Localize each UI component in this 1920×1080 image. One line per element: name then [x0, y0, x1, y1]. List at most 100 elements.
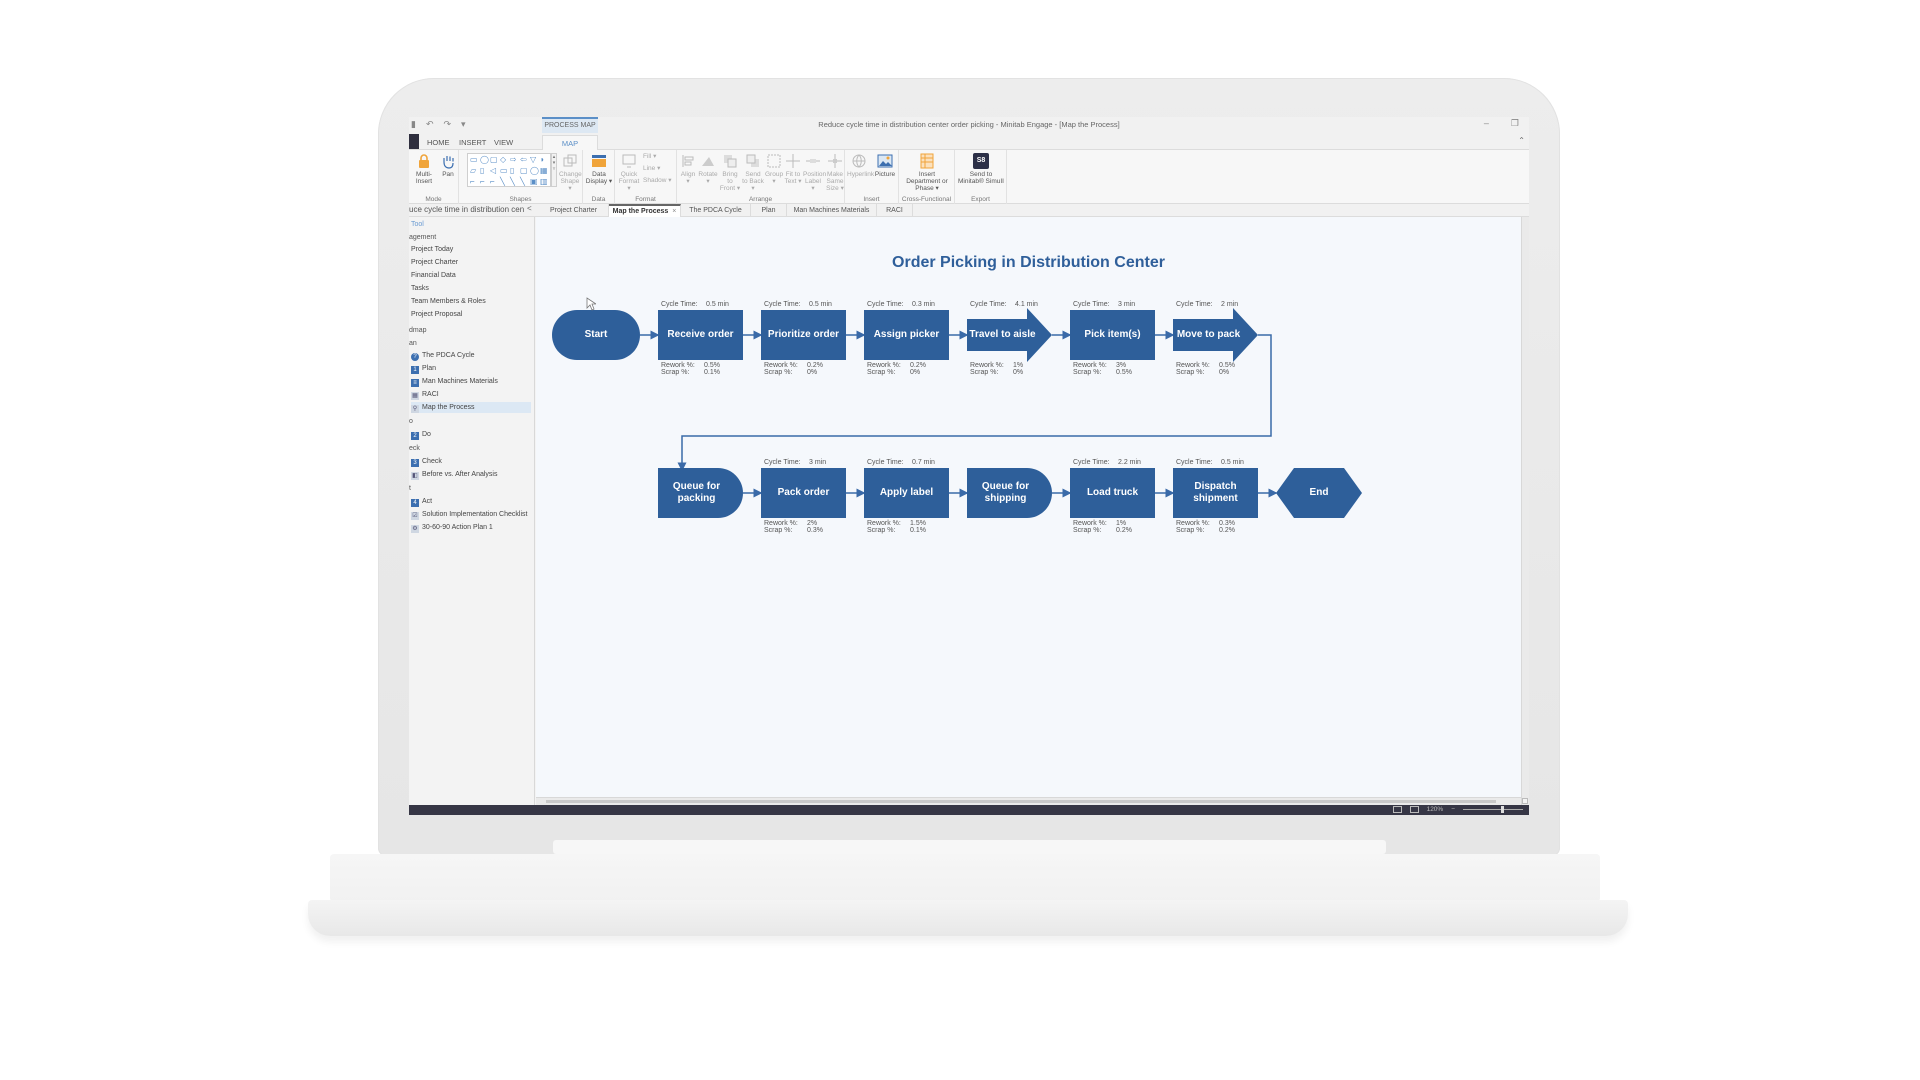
- sidebar-item-action-plan[interactable]: ⚙30-60-90 Action Plan 1: [411, 524, 493, 533]
- multi-insert-button[interactable]: Multi-Insert: [411, 153, 437, 185]
- tab-view[interactable]: VIEW: [494, 138, 514, 147]
- sidebar-item-project-charter[interactable]: Project Charter: [411, 259, 459, 266]
- send-to-simul8-button[interactable]: S8 Send to Minitab® SimuII: [957, 153, 1005, 185]
- collapse-nav-button[interactable]: <: [527, 204, 532, 213]
- minimize-icon[interactable]: –: [1483, 118, 1489, 128]
- ribbon-group-arrange: Align ▾ Rotate ▾ Bring to Front ▾ Send t…: [677, 150, 845, 204]
- map-node-receive-order[interactable]: Receive order: [658, 310, 743, 360]
- metrics-prioritize-order: Rework %:0.2%Scrap %:0%: [764, 362, 823, 376]
- doc-tab-plan[interactable]: Plan: [751, 204, 787, 217]
- hyperlink-button[interactable]: Hyperlink: [847, 153, 874, 178]
- sidebar-item-raci[interactable]: ▦RACI: [411, 391, 439, 400]
- gallery-more-button[interactable]: ▴▾▿: [551, 153, 557, 187]
- lock-icon: [419, 154, 429, 168]
- doc-tab-pdca-cycle[interactable]: The PDCA Cycle: [681, 204, 751, 217]
- redo-icon[interactable]: ↷: [443, 119, 452, 129]
- scroll-corner: [1522, 798, 1528, 804]
- tab-home[interactable]: HOME: [427, 138, 450, 147]
- sidebar-item-project-proposal[interactable]: Project Proposal: [411, 311, 463, 318]
- sidebar-item-map-the-process[interactable]: ⚲Map the Process: [411, 402, 531, 413]
- close-tab-icon[interactable]: ×: [672, 208, 677, 215]
- customize-icon[interactable]: ▾: [461, 119, 466, 129]
- pan-button[interactable]: Pan: [439, 153, 457, 178]
- tab-map[interactable]: MAP: [542, 135, 598, 150]
- map-node-queue-for-packing[interactable]: Queue for packing: [658, 468, 743, 518]
- sidebar-item-solution-checklist[interactable]: ☑Solution Implementation Checklist: [411, 511, 528, 520]
- zoom-slider[interactable]: [1463, 806, 1523, 813]
- save-icon[interactable]: ▮: [411, 119, 416, 129]
- phase-1-icon: 1: [411, 366, 419, 374]
- tab-insert[interactable]: INSERT: [459, 138, 487, 147]
- make-same-size-button[interactable]: Make Same Size ▾: [824, 153, 846, 192]
- sidebar-item-financial-data[interactable]: Financial Data: [411, 272, 456, 279]
- metrics-receive-order: Rework %:0.5%Scrap %:0.1%: [661, 362, 720, 376]
- metrics-assign-picker: Rework %:0.2%Scrap %:0%: [867, 362, 926, 376]
- fill-button[interactable]: Fill ▾: [643, 153, 657, 160]
- send-to-back-button[interactable]: Send to Back ▾: [742, 153, 764, 192]
- insert-department-button[interactable]: Insert Department or Phase ▾: [901, 153, 953, 192]
- collapse-ribbon-icon[interactable]: ⌃: [1518, 136, 1525, 145]
- doc-tab-map-the-process[interactable]: Map the Process ×: [609, 204, 681, 217]
- map-node-end[interactable]: End: [1276, 468, 1362, 518]
- map-node-pack-order[interactable]: Pack order: [761, 468, 846, 518]
- align-button[interactable]: Align ▾: [679, 153, 697, 185]
- sidebar-item-man-machines-materials[interactable]: ≡Man Machines Materials: [411, 376, 498, 387]
- sidebar-item-pdca-cycle[interactable]: ?The PDCA Cycle: [411, 350, 475, 361]
- data-display-button[interactable]: Data Display ▾: [585, 153, 613, 185]
- bring-to-front-button[interactable]: Bring to Front ▾: [719, 153, 741, 192]
- doc-tab-raci[interactable]: RACI: [877, 204, 913, 217]
- help-icon: ?: [411, 353, 419, 361]
- cycle-time-prioritize-order: Cycle Time:0.5 min: [764, 301, 832, 308]
- shadow-button[interactable]: Shadow ▾: [643, 177, 672, 184]
- mouse-cursor-icon: [586, 297, 596, 311]
- sidebar-section-check: eck: [409, 445, 420, 452]
- shapes-gallery[interactable]: ▭◯▢◇⇨⇦▽◗ ▱▯◁▭▯▢◯▦ ⌐⌐⌐╲╲╲▣▥: [467, 153, 551, 187]
- vertical-scrollbar[interactable]: [1521, 217, 1529, 805]
- position-label-button[interactable]: Position Label ▾: [803, 153, 826, 192]
- quick-format-button[interactable]: Quick Format ▾: [617, 153, 641, 192]
- phase-2-icon: 2: [411, 432, 419, 440]
- sidebar-item-project-today[interactable]: Project Today: [411, 246, 454, 253]
- zoom-out-button[interactable]: −: [1451, 806, 1455, 813]
- map-node-load-truck[interactable]: Load truck: [1070, 468, 1155, 518]
- map-node-prioritize-order[interactable]: Prioritize order: [761, 310, 846, 360]
- group-button[interactable]: Group ▾: [765, 153, 783, 185]
- sidebar-item-team-members[interactable]: Team Members & Roles: [411, 298, 486, 305]
- process-map-canvas[interactable]: Order Picking in Distribution Center: [536, 217, 1529, 805]
- undo-icon[interactable]: ↶: [425, 119, 434, 129]
- send-to-back-icon: [746, 154, 759, 167]
- map-node-start[interactable]: Start: [552, 310, 640, 360]
- map-node-pick-items[interactable]: Pick item(s): [1070, 310, 1155, 360]
- map-node-queue-for-shipping[interactable]: Queue for shipping: [967, 468, 1052, 518]
- picture-button[interactable]: Picture: [873, 153, 897, 178]
- sidebar-item-tool[interactable]: Tool: [411, 221, 424, 228]
- sidebar-item-before-after-analysis[interactable]: ◧Before vs. After Analysis: [411, 471, 498, 480]
- ribbon: Multi-Insert Pan Mode ▭◯▢◇⇨⇦▽◗ ▱▯◁▭▯▢◯▦ …: [409, 150, 1529, 204]
- map-node-travel-to-aisle[interactable]: Travel to aisle: [967, 308, 1052, 362]
- file-menu-button[interactable]: [409, 134, 419, 149]
- map-node-dispatch-shipment[interactable]: Dispatch shipment: [1173, 468, 1258, 518]
- map-node-move-to-pack[interactable]: Move to pack: [1173, 308, 1258, 362]
- position-label-icon: [806, 159, 820, 163]
- cycle-time-travel-to-aisle: Cycle Time:4.1 min: [970, 301, 1038, 308]
- doc-tab-project-charter[interactable]: Project Charter: [539, 204, 609, 217]
- line-button[interactable]: Line ▾: [643, 165, 661, 172]
- normal-view-icon[interactable]: [1392, 806, 1402, 813]
- picture-icon: [877, 154, 893, 168]
- make-same-size-icon: [828, 154, 842, 168]
- restore-icon[interactable]: ❐: [1510, 118, 1519, 128]
- change-shape-button[interactable]: Change Shape ▾: [559, 153, 582, 192]
- fit-to-text-button[interactable]: Fit to Text ▾: [784, 153, 802, 185]
- rotate-button[interactable]: Rotate ▾: [698, 153, 718, 185]
- sidebar-item-tasks[interactable]: Tasks: [411, 285, 429, 292]
- horizontal-scrollbar[interactable]: [536, 797, 1521, 805]
- project-title: uce cycle time in distribution cen: [409, 205, 525, 214]
- page-view-icon[interactable]: [1409, 806, 1419, 813]
- map-node-apply-label[interactable]: Apply label: [864, 468, 949, 518]
- doc-tab-man-machines-materials[interactable]: Man Machines Materials: [787, 204, 877, 217]
- map-node-assign-picker[interactable]: Assign picker: [864, 310, 949, 360]
